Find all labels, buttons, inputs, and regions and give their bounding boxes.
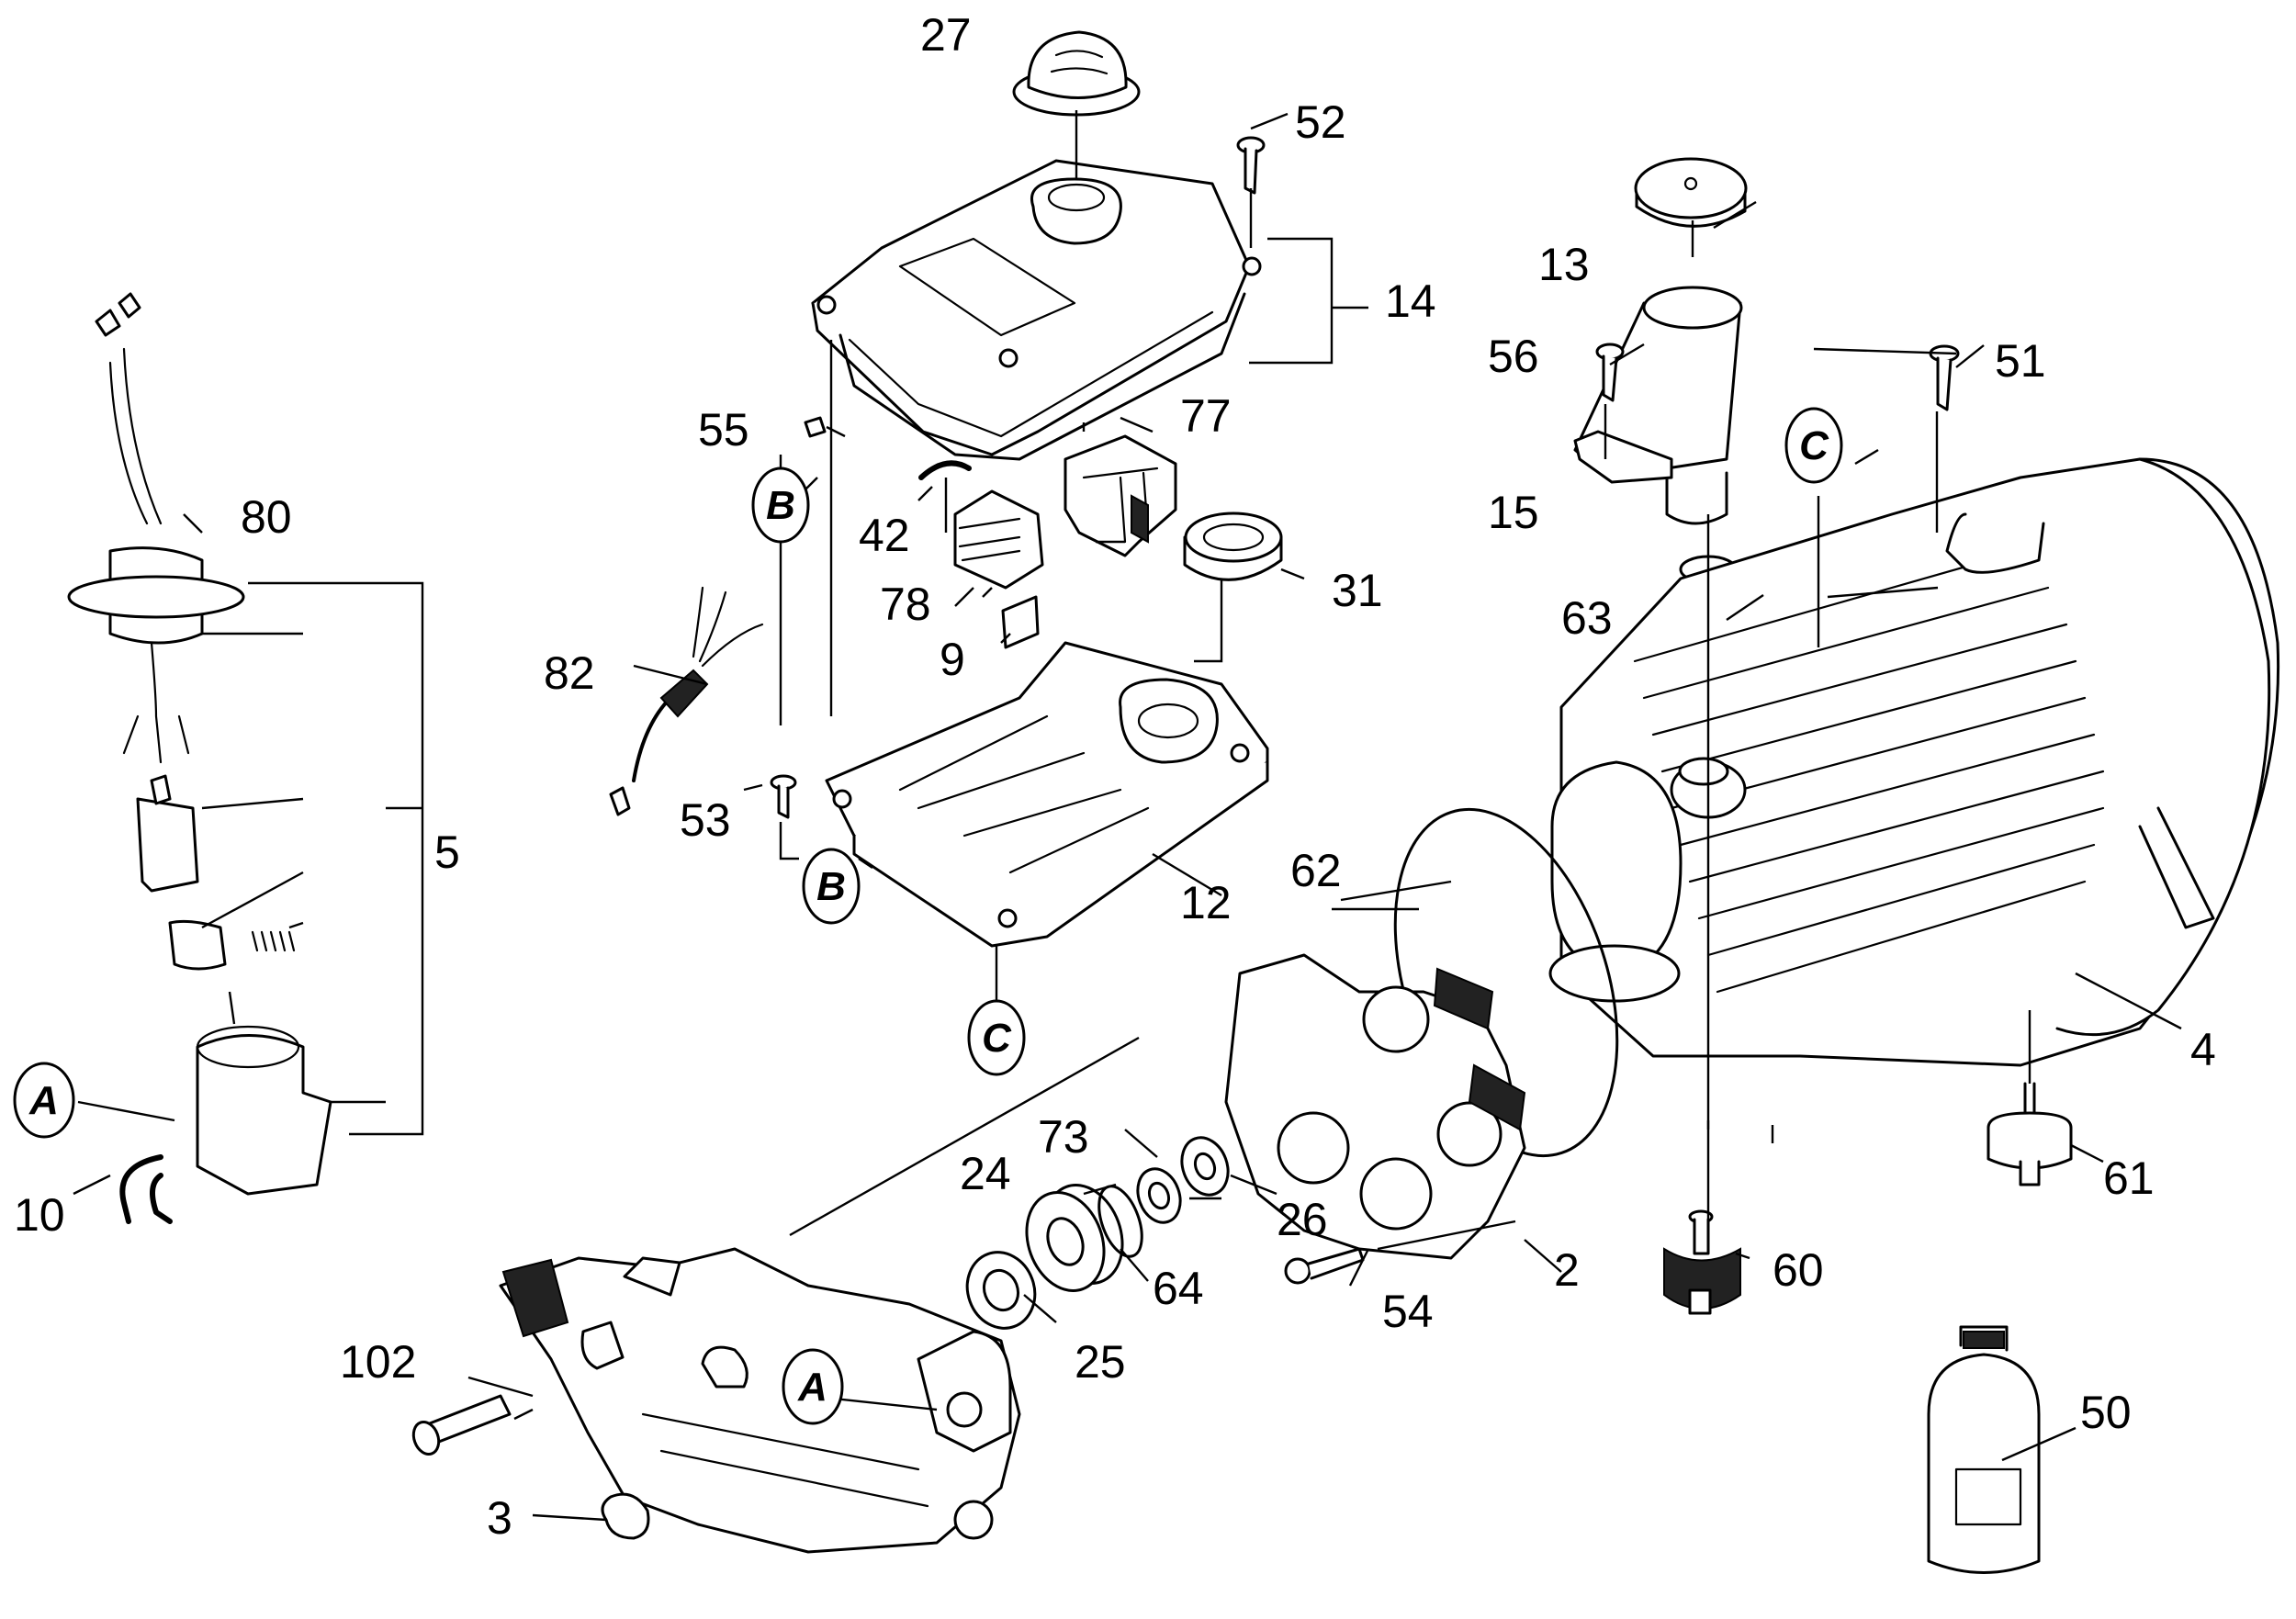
- part-label-25: 25: [1075, 1336, 1126, 1388]
- part-label-80: 80: [241, 491, 292, 543]
- marker-b-lower: B: [802, 848, 861, 925]
- part-label-2: 2: [1554, 1244, 1580, 1296]
- motor-part-4: [1548, 457, 2280, 1067]
- screw-part-102: [411, 1394, 512, 1456]
- housing-part-12: [825, 641, 1269, 948]
- cap-part-13: [1634, 157, 1748, 228]
- part-label-78: 78: [880, 579, 931, 630]
- knob-part-27: [1012, 30, 1141, 117]
- microswitch-part-5: [136, 774, 199, 893]
- part-label-27: 27: [920, 9, 972, 61]
- pressure-switch-part-80: [67, 292, 245, 764]
- svg-text:A: A: [797, 1365, 827, 1410]
- part-label-13: 13: [1538, 239, 1590, 290]
- part-label-64: 64: [1153, 1263, 1204, 1314]
- part-label-54: 54: [1382, 1286, 1434, 1337]
- washer-part-25: [965, 1251, 1037, 1330]
- marker-a-pump: A: [782, 1348, 844, 1425]
- part-label-9: 9: [940, 634, 965, 685]
- part-label-82: 82: [544, 647, 595, 699]
- oil-bottle-part-50: [1927, 1325, 2041, 1574]
- part-number-labels: 27 52 14 13 56 51 55 77 15 80 42 31 63 7…: [14, 9, 2216, 1544]
- svg-text:B: B: [816, 864, 846, 909]
- svg-text:C: C: [1799, 423, 1829, 468]
- ring-part-73: [1136, 1167, 1182, 1224]
- screw-part-51: [1929, 344, 1960, 411]
- part-label-52: 52: [1295, 96, 1346, 148]
- clip-part-42: [918, 460, 972, 480]
- part-label-50: 50: [2080, 1387, 2132, 1438]
- part-label-56: 56: [1488, 331, 1539, 382]
- part-label-5: 5: [434, 826, 460, 878]
- grommet-part-31: [1183, 512, 1283, 581]
- cable-part-82: [609, 586, 764, 816]
- reference-markers: B C B C A A: [13, 407, 1843, 1425]
- part-label-42: 42: [859, 510, 910, 561]
- part-label-51: 51: [1995, 335, 2046, 387]
- part-label-26: 26: [1277, 1194, 1328, 1245]
- plunger-part-5: [168, 919, 296, 971]
- svg-text:C: C: [982, 1016, 1012, 1061]
- pin-part-55: [804, 416, 827, 438]
- part-label-12: 12: [1180, 877, 1232, 928]
- foot-part-60: [1663, 1209, 1741, 1315]
- screw-part-56: [1595, 343, 1625, 402]
- pump-head-part-3: [499, 1247, 1021, 1554]
- part-label-102: 102: [340, 1336, 416, 1388]
- connector-part-5: [196, 1025, 332, 1196]
- wobble-plate-part-2: [1224, 953, 1526, 1260]
- part-label-15: 15: [1488, 487, 1539, 538]
- bolt-part-54: [1284, 1247, 1365, 1285]
- part-label-10: 10: [14, 1189, 65, 1241]
- clip-part-10: [119, 1154, 173, 1224]
- foot-part-61: [1986, 1082, 2073, 1186]
- cover-lid-part-14: [811, 159, 1262, 456]
- marker-c-housing: C: [967, 999, 1026, 1076]
- part-label-62: 62: [1290, 845, 1342, 896]
- marker-b-upper: B: [751, 467, 810, 544]
- assembly-lines: [73, 110, 2182, 1522]
- part-label-3: 3: [487, 1492, 512, 1544]
- washer-part-26: [1180, 1136, 1230, 1197]
- part-label-4: 4: [2190, 1024, 2216, 1075]
- screw-part-52: [1236, 136, 1266, 195]
- part-label-14: 14: [1385, 275, 1436, 327]
- part-label-73: 73: [1038, 1111, 1089, 1163]
- filler-neck-part-15: [1573, 286, 1743, 525]
- pad-part-9: [1001, 595, 1040, 649]
- svg-text:A: A: [28, 1078, 59, 1123]
- part-label-24: 24: [960, 1148, 1011, 1199]
- part-label-77: 77: [1180, 390, 1232, 442]
- part-label-55: 55: [698, 404, 749, 455]
- part-label-31: 31: [1332, 565, 1383, 616]
- gasket-part-14: [838, 292, 1246, 461]
- part-label-63: 63: [1561, 592, 1613, 644]
- seal-part-24: [1025, 1184, 1124, 1292]
- block-part-78: [953, 489, 1044, 590]
- marker-a-left: A: [13, 1062, 75, 1139]
- switch-part-77: [1064, 434, 1177, 557]
- svg-text:B: B: [766, 483, 795, 528]
- part-label-60: 60: [1773, 1244, 1824, 1296]
- marker-c-motor: C: [1784, 407, 1843, 484]
- part-label-61: 61: [2103, 1152, 2155, 1204]
- screw-part-53: [770, 774, 797, 819]
- part-label-53: 53: [680, 794, 731, 846]
